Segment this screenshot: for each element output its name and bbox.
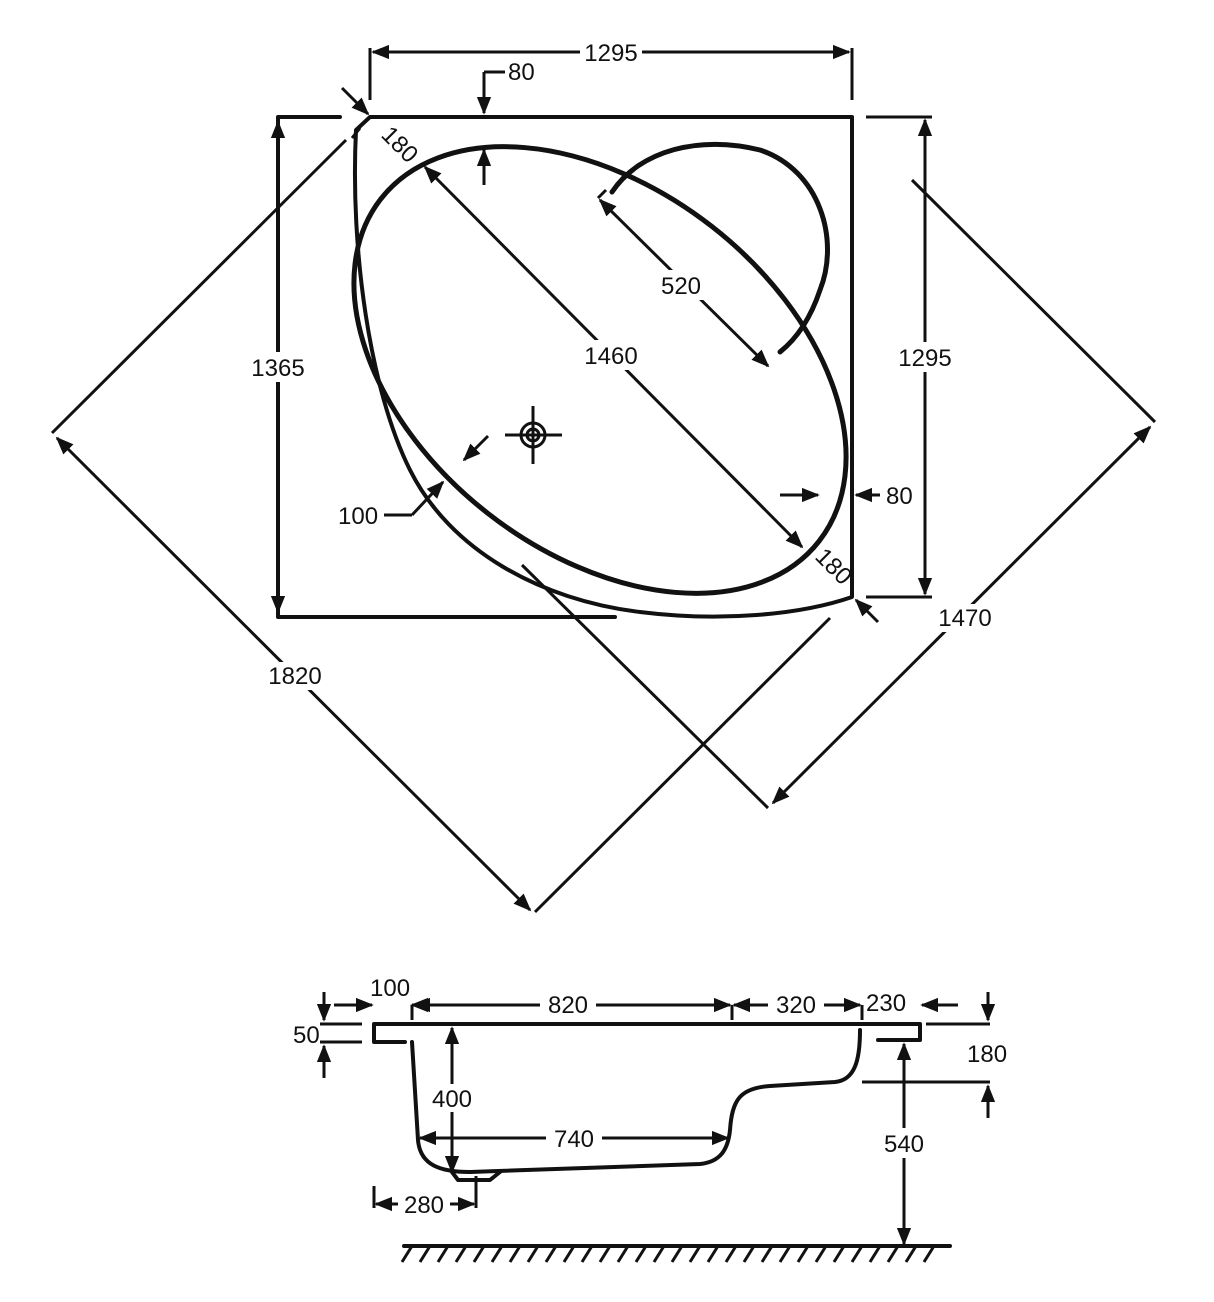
dim-left-height: 1365 — [246, 120, 310, 614]
plan-view: 1295 80 180 1460 520 — [50, 40, 1157, 914]
hatch-stroke — [922, 1245, 936, 1263]
dim-inner-offset: 520 — [596, 188, 770, 368]
dim-rim-right: 80 — [780, 483, 913, 510]
dim-seat-length: 320 — [730, 992, 862, 1020]
dim-right-ledge-label: 230 — [866, 990, 906, 1017]
dim-depth-label: 400 — [432, 1086, 472, 1113]
dim-foot-offset: 280 — [372, 1176, 478, 1219]
hatch-stroke — [418, 1245, 432, 1263]
hatch-stroke — [814, 1245, 828, 1263]
hatch-stroke — [688, 1245, 702, 1263]
hatch-stroke — [544, 1245, 558, 1263]
hatch-stroke — [472, 1245, 486, 1263]
dim-diag-right-label: 1470 — [938, 605, 991, 632]
dim-rim-top-label: 80 — [508, 59, 535, 86]
dim-corner-bottom-right-label: 180 — [810, 543, 857, 590]
dim-front-rim-label: 100 — [338, 503, 378, 530]
hatch-stroke — [634, 1245, 648, 1263]
section-rim — [372, 1022, 922, 1044]
hatch-stroke — [904, 1245, 918, 1263]
hatch-stroke — [778, 1245, 792, 1263]
dim-depth: 400 — [426, 1026, 478, 1174]
hatch-stroke — [706, 1245, 720, 1263]
dim-height-to-floor-label: 540 — [884, 1131, 924, 1158]
dim-seat-drop: 180 — [862, 992, 1007, 1118]
dim-corner-bottom-right: 180 — [810, 543, 880, 624]
hatch-stroke — [598, 1245, 612, 1263]
dim-rim-top: 80 — [476, 59, 535, 185]
dim-rim-right-label: 80 — [886, 483, 913, 510]
dim-inner-length: 820 — [410, 992, 732, 1020]
dim-left-ledge: 100 — [334, 975, 450, 1013]
dim-right-height-label: 1295 — [898, 345, 951, 372]
hatch-stroke — [832, 1245, 846, 1263]
drain-icon — [505, 406, 562, 464]
dim-top-width: 1295 — [368, 40, 854, 100]
hatch-stroke — [454, 1245, 468, 1263]
hatch-stroke — [526, 1245, 540, 1263]
hatch-stroke — [886, 1245, 900, 1263]
dim-top-width-label: 1295 — [584, 40, 637, 67]
dim-floor-length: 740 — [418, 1126, 730, 1153]
dim-seat-drop-label: 180 — [967, 1041, 1007, 1068]
hatch-stroke — [616, 1245, 630, 1263]
hatch-stroke — [400, 1245, 414, 1263]
hatch-stroke — [562, 1245, 576, 1263]
dim-rim-thickness-label: 50 — [293, 1022, 320, 1049]
hatch-stroke — [742, 1245, 756, 1263]
dim-basin-length-label: 1460 — [584, 343, 637, 370]
dim-basin-length: 1460 — [423, 165, 804, 549]
dim-diag-left-label: 1820 — [268, 663, 321, 690]
section-drain — [450, 1170, 502, 1182]
dim-front-rim: 100 — [338, 434, 490, 530]
dim-rim-thickness: 50 — [293, 992, 362, 1078]
hatch-stroke — [850, 1245, 864, 1263]
hatch-stroke — [724, 1245, 738, 1263]
hatch-stroke — [670, 1245, 684, 1263]
dim-right-height: 1295 — [866, 115, 957, 599]
section-tub-body — [410, 1028, 862, 1174]
dim-seat-length-label: 320 — [776, 992, 816, 1019]
dim-height-to-floor: 540 — [876, 1042, 932, 1246]
dim-inner-length-label: 820 — [548, 992, 588, 1019]
hatch-stroke — [760, 1245, 774, 1263]
hatch-stroke — [436, 1245, 450, 1263]
hatch-stroke — [580, 1245, 594, 1263]
hatch-stroke — [490, 1245, 504, 1263]
dim-floor-length-label: 740 — [554, 1126, 594, 1153]
dim-diag-right: 1470 — [520, 178, 1157, 810]
dim-left-height-label: 1365 — [251, 355, 304, 382]
plan-reference-square — [276, 115, 617, 619]
hatch-stroke — [796, 1245, 810, 1263]
dim-inner-offset-label: 520 — [661, 273, 701, 300]
dim-right-ledge: 230 — [860, 990, 958, 1020]
hatch-stroke — [652, 1245, 666, 1263]
section-view: 100 820 320 230 50 — [293, 975, 1007, 1263]
dim-corner-top-left-label: 180 — [376, 121, 423, 168]
dim-foot-offset-label: 280 — [404, 1192, 444, 1219]
dim-diag-left: 1820 — [50, 138, 832, 914]
floor-hatch — [400, 1244, 952, 1263]
hatch-stroke — [868, 1245, 882, 1263]
hatch-stroke — [508, 1245, 522, 1263]
dim-left-ledge-label: 100 — [370, 975, 410, 1002]
seat-circle — [609, 141, 830, 355]
